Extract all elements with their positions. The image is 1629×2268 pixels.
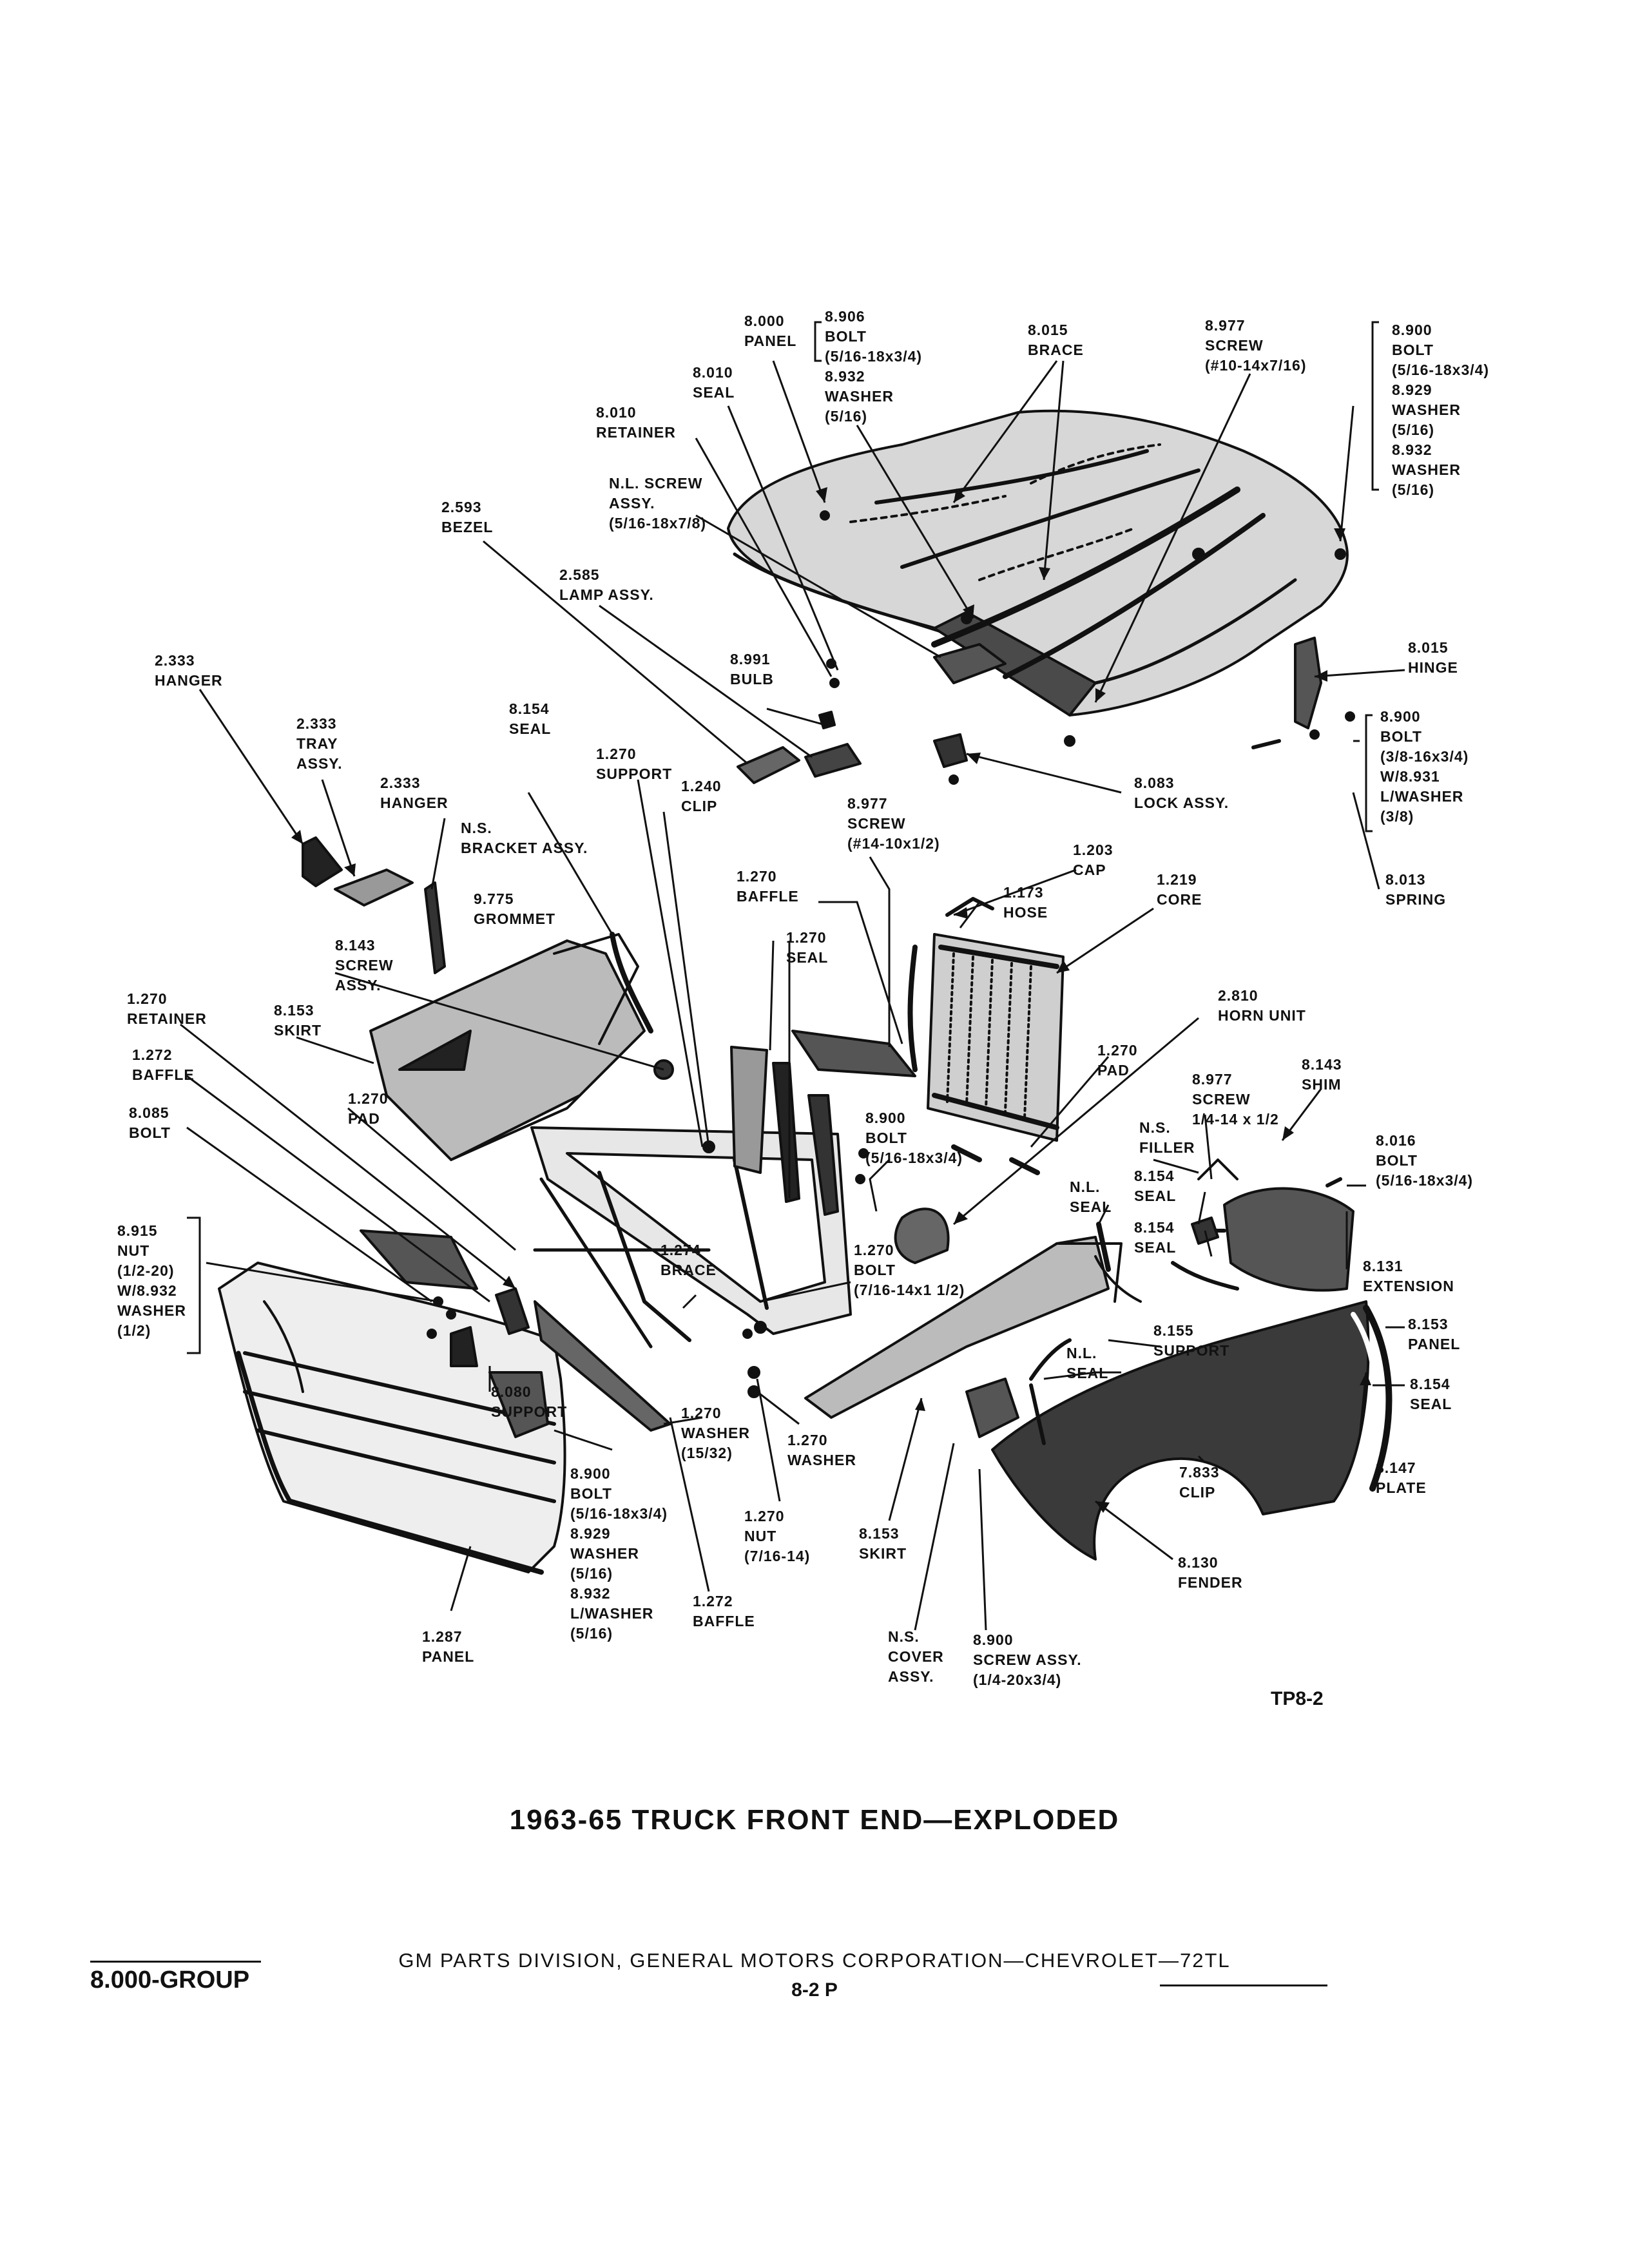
battery-tray bbox=[302, 836, 446, 974]
diagram-title: 1963-65 TRUCK FRONT END—EXPLODED bbox=[509, 1804, 1120, 1836]
right-skirt bbox=[804, 1236, 1142, 1419]
footer-rule-left bbox=[90, 1961, 261, 1963]
callout-ns-bracket: N.S.BRACKET ASSY. bbox=[461, 820, 588, 856]
figure-id: TP8-2 bbox=[1271, 1688, 1324, 1709]
footer-text: GM PARTS DIVISION, GENERAL MOTORS CORPOR… bbox=[398, 1949, 1231, 1972]
callout-nl-seal-lower: N.L.SEAL bbox=[1066, 1345, 1109, 1381]
lock-assembly bbox=[826, 643, 1007, 785]
center-baffles bbox=[730, 1030, 916, 1216]
horn-unit bbox=[855, 1148, 950, 1264]
page-number: 8-2 P bbox=[791, 1979, 838, 2001]
radiator-support bbox=[530, 1126, 852, 1342]
brace-rods bbox=[533, 1177, 760, 1398]
radiator-core bbox=[907, 897, 1065, 1175]
callout-nl-seal-upper: N.L.SEAL bbox=[1070, 1178, 1112, 1215]
group-label: 8.000-GROUP bbox=[90, 1966, 250, 1994]
footer-rule-right bbox=[1160, 1984, 1327, 1986]
hood-hinge bbox=[1251, 637, 1355, 749]
front-fender bbox=[965, 1300, 1393, 1561]
fender-extension bbox=[1197, 1158, 1354, 1292]
callout-ns-filler: N.S.FILLER bbox=[1139, 1119, 1195, 1156]
leader-lines bbox=[180, 321, 1405, 1631]
leader-arrowheads bbox=[291, 487, 1371, 1513]
left-skirt bbox=[369, 932, 674, 1161]
grille-panel bbox=[218, 1229, 671, 1575]
hood-panel bbox=[727, 409, 1349, 747]
